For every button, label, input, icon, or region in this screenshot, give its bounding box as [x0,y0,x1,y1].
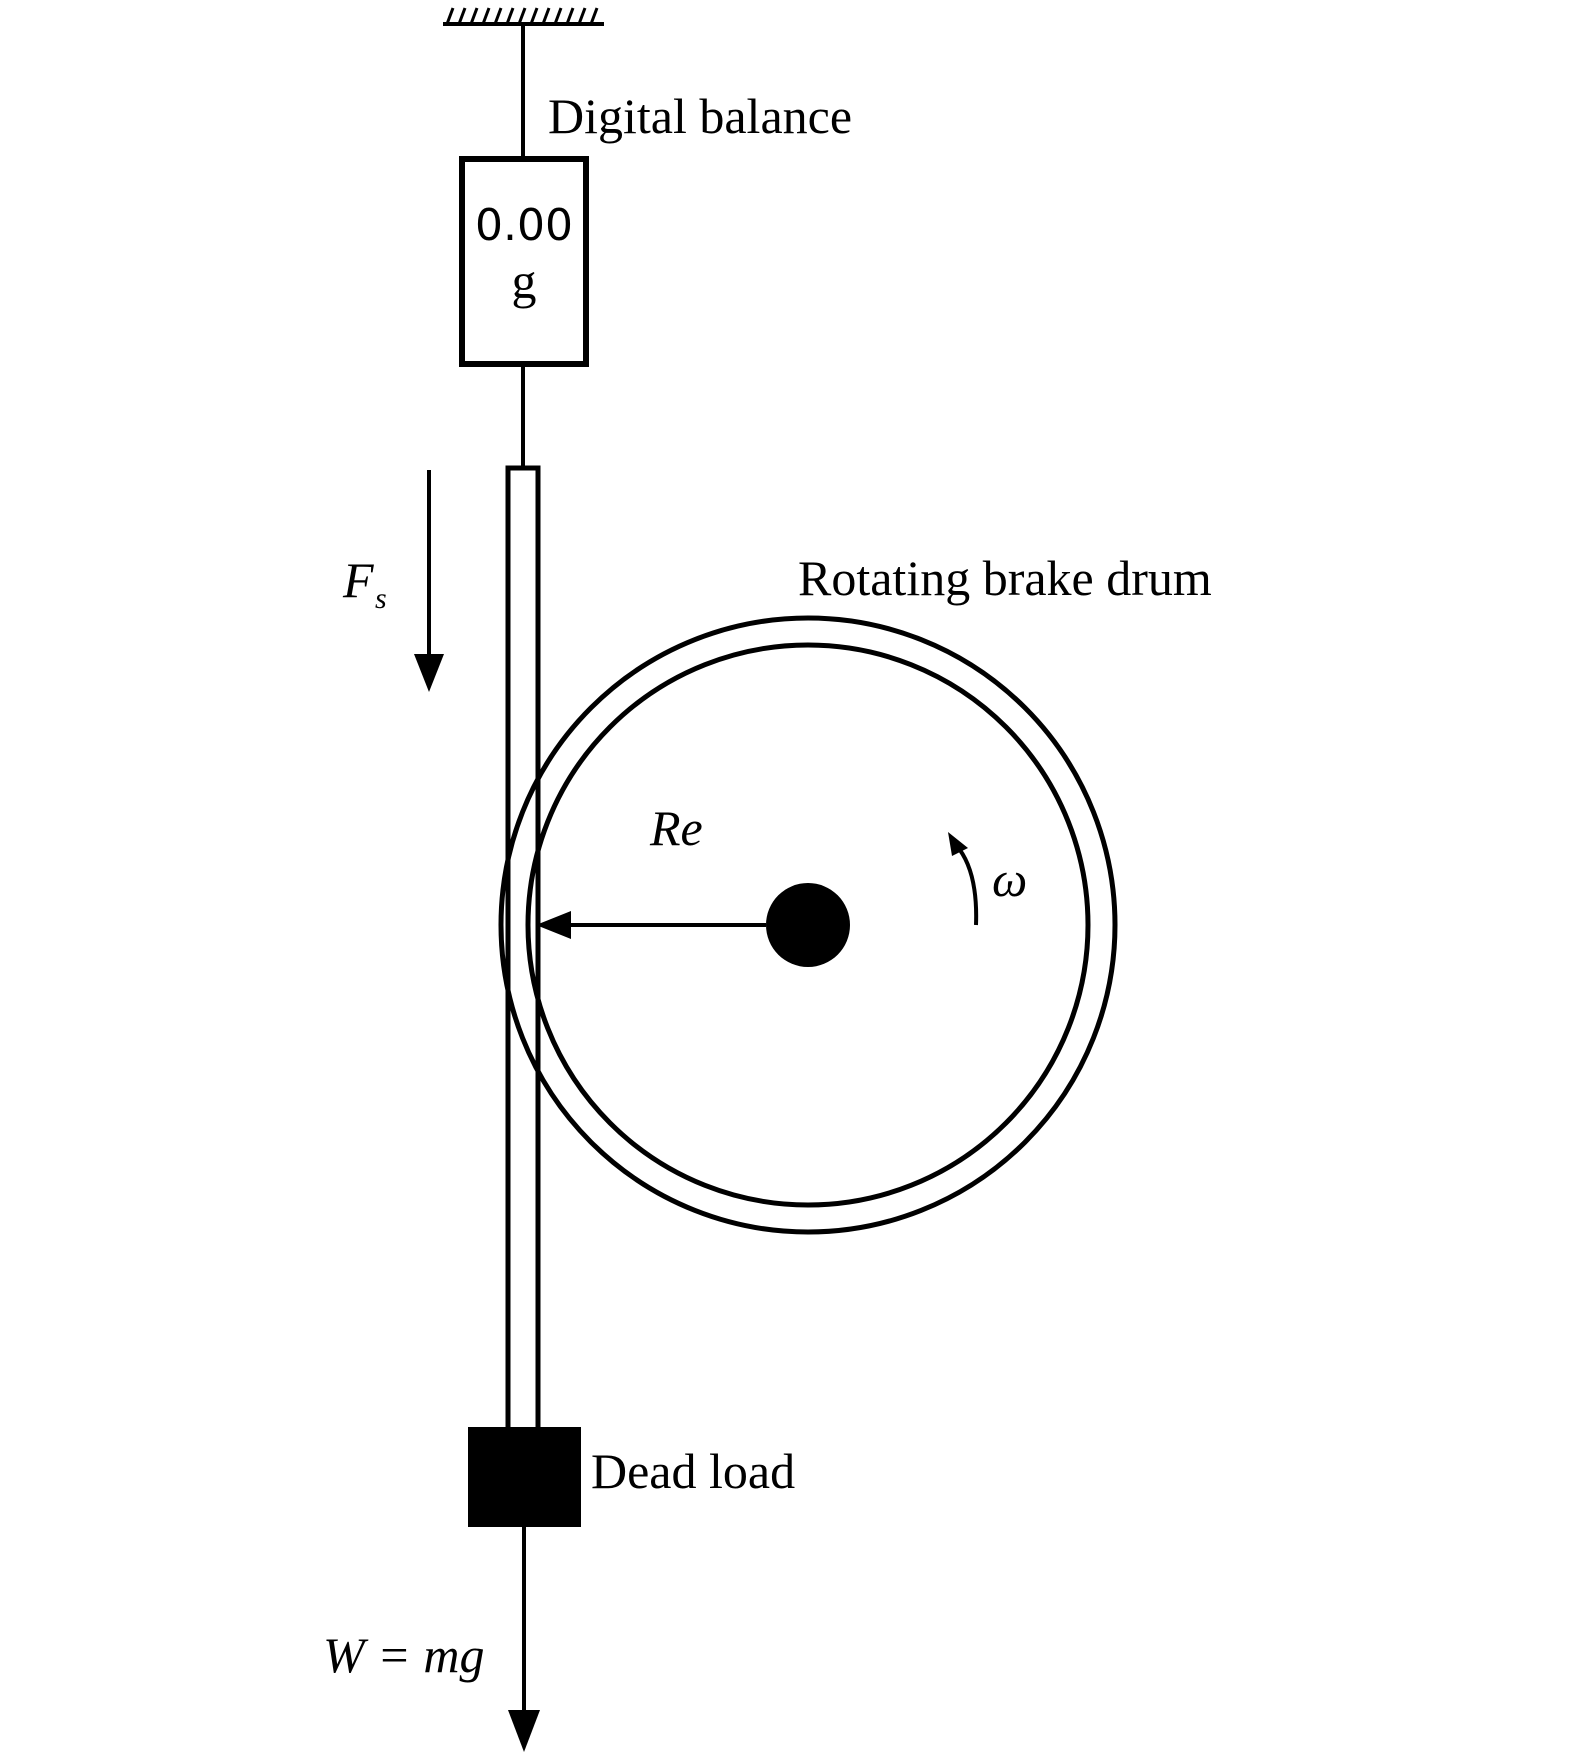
balance-unit: g [512,253,537,309]
support-hatching [445,7,599,25]
spring-force-arrowhead [414,654,444,692]
drum-outer-ring [498,615,1118,1235]
dead-load-block [468,1427,581,1527]
spring-force-arrow [414,470,444,692]
drum-inner-ring [525,642,1091,1208]
effective-radius-label: Re [649,800,703,856]
angular-velocity-arrowhead [948,832,968,856]
dead-load-label: Dead load [591,1443,795,1499]
weight-arrowhead [508,1710,540,1752]
angular-velocity-arrow [948,832,979,926]
spring-force-label: F s [342,552,387,615]
radius-arrow [536,911,766,939]
angular-velocity-label: ω [992,851,1027,907]
digital-balance: 0.00 g [459,156,589,367]
svg-text:F: F [342,552,374,608]
weight-label: W = mg [323,1627,485,1683]
brake-strap [505,465,541,1427]
digital-balance-label: Digital balance [548,88,852,144]
weight-arrow [508,1527,540,1752]
brake-drum [498,615,1118,1235]
drum-axle-hub [766,883,850,967]
rotating-brake-drum-label: Rotating brake drum [798,550,1212,606]
svg-text:s: s [375,582,387,615]
balance-reading: 0.00 [475,200,573,251]
radius-arrowhead [536,911,571,939]
fixed-support [443,7,604,26]
